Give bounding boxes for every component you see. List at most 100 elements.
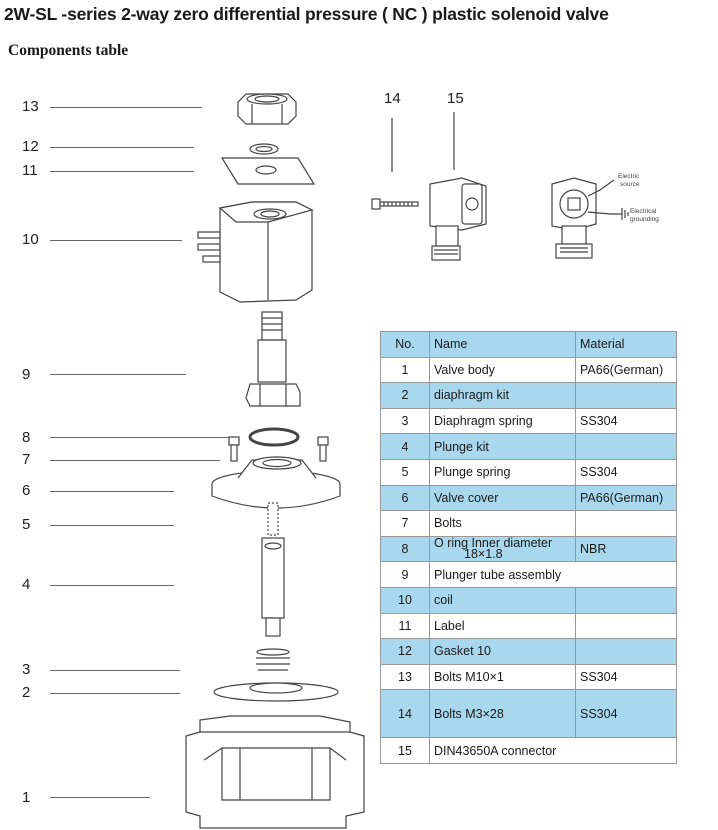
leader-4 (50, 585, 174, 586)
leader-8 (50, 437, 230, 438)
connector-bolt-part (371, 118, 419, 210)
callout-1: 1 (22, 789, 31, 806)
coil-part (197, 201, 314, 303)
cell-name: coil (429, 586, 576, 614)
cell-material: SS304 (575, 407, 677, 435)
electric-source-label-1: Electric (618, 173, 640, 180)
connector-wiring-schematic (551, 177, 629, 259)
leader-5 (50, 525, 174, 526)
cell-material: PA66(German) (575, 356, 677, 384)
cell-no: 1 (380, 356, 430, 384)
cell-name-line-1: O ring Inner diameter (434, 536, 553, 551)
cell-material: SS304 (575, 689, 677, 739)
header-material: Material (575, 331, 677, 358)
header-no: No. (380, 331, 430, 358)
cell-name: Gasket 10 (429, 638, 576, 665)
cell-name: Valve body (429, 356, 576, 384)
cell-name: Plunge spring (429, 458, 576, 486)
table-row: 9 Plunger tube assembly (380, 561, 677, 588)
cell-no: 14 (380, 689, 430, 739)
cell-material (575, 510, 677, 537)
callout-3: 3 (22, 661, 31, 678)
plunger-spring-part (267, 502, 279, 536)
grounding-label-1: Electrical (630, 208, 657, 215)
valve-body-part (185, 715, 365, 829)
cell-no: 5 (380, 458, 430, 486)
o-ring-part (248, 427, 300, 447)
table-row: 14 Bolts M3×28 SS304 (380, 689, 677, 739)
din-connector-part (429, 112, 487, 261)
callout-14: 14 (384, 90, 401, 107)
cell-name: Bolts (429, 510, 576, 537)
table-row: 7 Bolts (380, 510, 677, 537)
components-table: No. Name Material 1 Valve body PA66(Germ… (380, 331, 677, 764)
callout-6: 6 (22, 482, 31, 499)
leader-13 (50, 107, 202, 108)
cell-name: Plunger tube assembly (429, 561, 677, 588)
cell-no: 7 (380, 510, 430, 537)
table-row: 5 Plunge spring SS304 (380, 458, 677, 486)
hex-nut-part (237, 93, 297, 125)
table-row: 4 Plunge kit (380, 433, 677, 460)
table-row: 11 Label (380, 612, 677, 640)
valve-cover-part (211, 456, 341, 509)
leader-1 (50, 797, 150, 798)
grounding-label-2: grounding (630, 216, 659, 223)
table-row: 13 Bolts M10×1 SS304 (380, 663, 677, 691)
cell-material (575, 433, 677, 460)
cell-name: Plunge kit (429, 433, 576, 460)
cell-material: SS304 (575, 458, 677, 486)
cell-no: 6 (380, 484, 430, 512)
cell-name-line-2: 18×1.8 (464, 547, 503, 562)
cell-name: Valve cover (429, 484, 576, 512)
leader-10 (50, 240, 182, 241)
table-row: 3 Diaphragm spring SS304 (380, 407, 677, 435)
cell-name: diaphragm kit (429, 382, 576, 409)
callout-5: 5 (22, 516, 31, 533)
cell-no: 9 (380, 561, 430, 588)
callout-11: 11 (22, 162, 38, 179)
leader-6 (50, 491, 174, 492)
plunger-tube-part (245, 311, 301, 407)
table-header-row: No. Name Material (380, 331, 677, 358)
cell-material (575, 638, 677, 665)
callout-12: 12 (22, 138, 39, 155)
callout-8: 8 (22, 429, 31, 446)
leader-12 (50, 147, 194, 148)
diaphragm-spring-part (256, 648, 290, 671)
table-row: 8 O ring Inner diameter 18×1.8 NBR (380, 535, 677, 563)
callout-2: 2 (22, 684, 31, 701)
table-row: 2 diaphragm kit (380, 382, 677, 409)
label-plate-part (220, 157, 316, 185)
cover-bolts-part (228, 436, 329, 462)
cell-material: NBR (575, 535, 677, 563)
cell-no: 2 (380, 382, 430, 409)
cell-name: DIN43650A connector (429, 737, 677, 764)
cell-name: Diaphragm spring (429, 407, 576, 435)
leader-3 (50, 670, 180, 671)
callout-13: 13 (22, 98, 39, 115)
table-row: 1 Valve body PA66(German) (380, 356, 677, 384)
table-row: 15 DIN43650A connector (380, 737, 677, 764)
cell-name: Bolts M3×28 (429, 689, 576, 739)
cell-no: 4 (380, 433, 430, 460)
table-row: 6 Valve cover PA66(German) (380, 484, 677, 512)
callout-4: 4 (22, 576, 31, 593)
leader-9 (50, 374, 186, 375)
plunger-kit-part (261, 537, 285, 637)
electric-source-label-2: source (620, 181, 640, 188)
cell-material (575, 586, 677, 614)
page-title: 2W-SL -series 2-way zero differential pr… (4, 4, 609, 24)
cell-no: 10 (380, 586, 430, 614)
cell-material: SS304 (575, 663, 677, 691)
callout-10: 10 (22, 231, 39, 248)
cell-material (575, 382, 677, 409)
leader-11 (50, 171, 194, 172)
cell-name: O ring Inner diameter 18×1.8 (429, 535, 576, 563)
cell-no: 11 (380, 612, 430, 640)
cell-material: PA66(German) (575, 484, 677, 512)
callout-9: 9 (22, 366, 31, 383)
leader-7 (50, 460, 220, 461)
cell-material (575, 612, 677, 640)
cell-no: 15 (380, 737, 430, 764)
